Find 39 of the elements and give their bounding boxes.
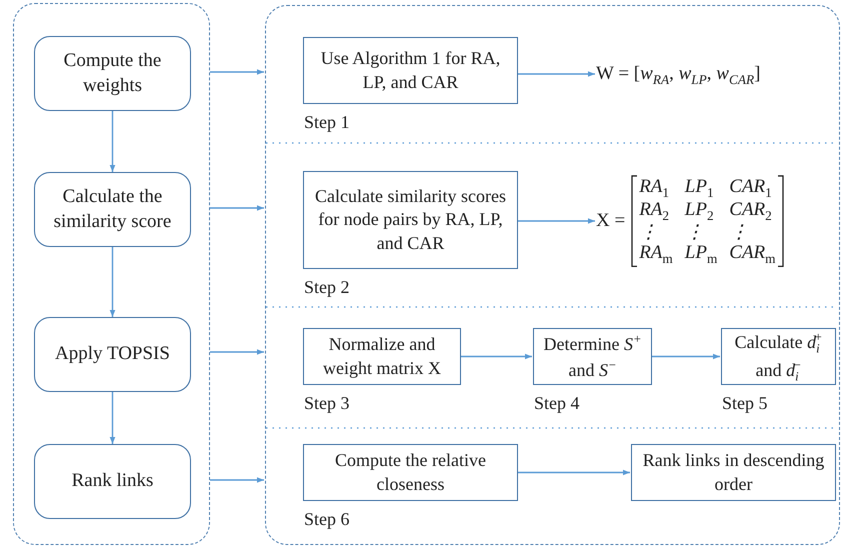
dashed-group-frame xyxy=(265,5,840,545)
process-box: Rank links xyxy=(34,444,191,519)
matrix-entry: RA$_{m}$ xyxy=(639,243,673,266)
arrow xyxy=(210,349,264,355)
arrow xyxy=(110,111,116,172)
matrix-entry: LP$_{2}$ xyxy=(684,200,715,222)
matrix-entry: LP$_{m}$ xyxy=(684,243,718,266)
step-label: Step 2 xyxy=(304,276,350,299)
matrix-entry: CAR$_{1}$ xyxy=(729,176,773,199)
step-box: Rank links in descending order xyxy=(631,444,836,501)
step-label: Step 4 xyxy=(534,392,580,415)
matrix-entry: ⋮ xyxy=(639,223,660,242)
dashed-group-frame xyxy=(13,3,210,545)
matrix-entry: CAR$_{m}$ xyxy=(729,243,776,266)
process-box: Compute the weights xyxy=(34,36,191,111)
step-label: Step 6 xyxy=(304,508,350,531)
matrix-entry: LP$_{1}$ xyxy=(684,176,715,199)
arrow xyxy=(461,354,532,360)
formula: W = [w$_{RA}$, w$_{LP}$, w$_{CAR}$] xyxy=(596,56,826,92)
step-label: Step 5 xyxy=(722,392,768,415)
matrix-entry: CAR$_{2}$ xyxy=(729,200,773,222)
step-label: Step 1 xyxy=(304,111,350,134)
matrix-entry: ⋮ xyxy=(729,223,750,242)
arrow xyxy=(518,218,595,224)
process-box: Calculate the similarity score xyxy=(34,172,191,247)
matrix-entry: RA$_{2}$ xyxy=(639,200,670,222)
arrow xyxy=(518,470,630,476)
arrow xyxy=(518,71,595,77)
arrow xyxy=(210,69,264,75)
arrow xyxy=(210,205,264,211)
arrow xyxy=(110,247,116,317)
step-label: Step 3 xyxy=(304,392,350,415)
process-box: Apply TOPSIS xyxy=(34,317,191,392)
arrow xyxy=(652,354,720,360)
matrix-entry: ⋮ xyxy=(684,223,705,242)
matrix-entry: RA$_{1}$ xyxy=(639,176,670,199)
arrow xyxy=(210,477,264,483)
matrix-label: X = xyxy=(596,209,626,233)
arrow xyxy=(110,392,116,444)
